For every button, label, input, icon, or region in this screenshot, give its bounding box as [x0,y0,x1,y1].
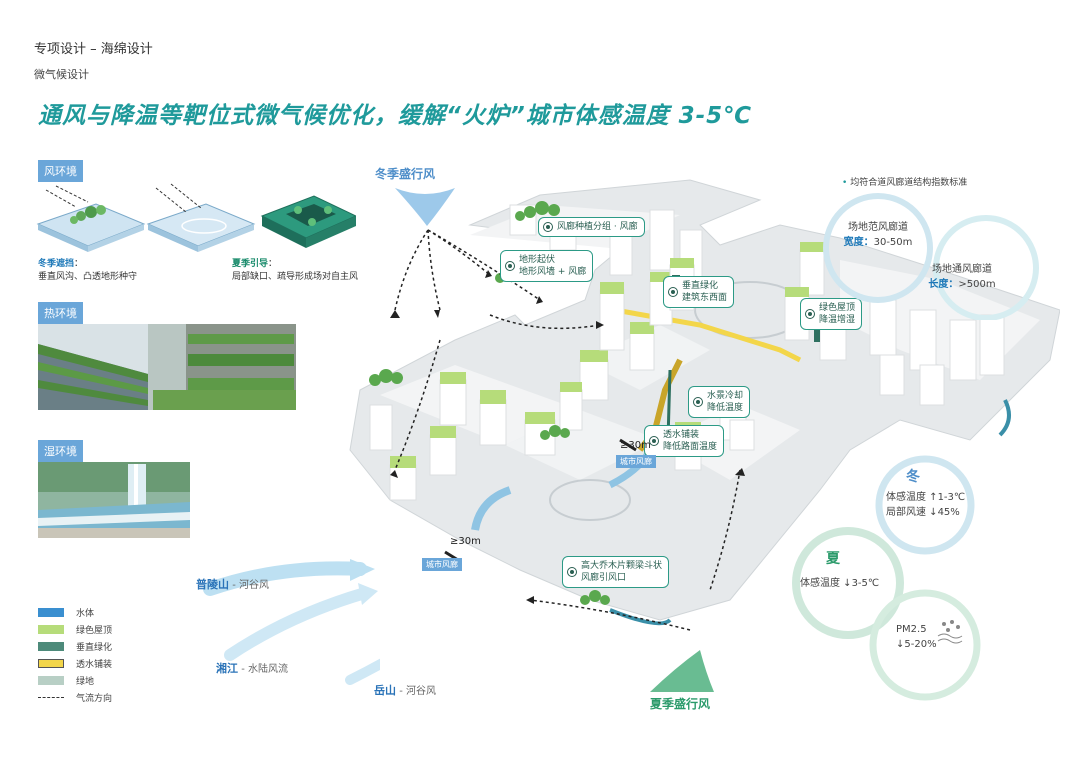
callout-tall-trees: 高大乔木片颗梁斗状风廊引风口 [562,556,670,588]
summer-wind-label: 夏季盛行风 [650,697,711,711]
wind-environment-tag: 风环境 [38,160,83,182]
legend-item-permeable-paving: 透水铺装 [38,655,112,672]
humidity-environment-tag: 湿环境 [38,440,83,462]
winter-mark: 冬 [906,469,920,485]
section-title: 专项设计 – 海绵设计 [34,42,153,57]
legend-item-vertical-green: 垂直绿化 [38,638,112,655]
callout-permeable-paving: 透水铺装降低路面温度 [644,425,725,457]
wind-diagrams [36,183,356,252]
legend-airflow-arrow-icon [38,697,64,698]
river-valley-arrows [203,559,380,685]
callout-terrain: 地形起伏地形风墙 + 风廊 [500,250,594,282]
page-title: 通风与降温等靶位式微气候优化，缓解“火炉”城市体感温度 3-5℃ [38,103,753,129]
gap-width-1: ≥30m [620,440,651,451]
standard-length: 场地通风廊道长度：>500m [928,264,996,290]
wind-source-2: 湘江 - 水陆风流 [216,662,288,675]
winter-wind-arrow [395,188,455,226]
legend-swatch-green-roof [38,625,64,634]
legend-item-airflow: 气流方向 [38,689,112,706]
legend-swatch-water [38,608,64,617]
legend: 水体 绿色屋顶 垂直绿化 透水铺装 绿地 气流方向 [38,604,112,706]
winter-wind-label: 冬季盛行风 [375,167,436,181]
callout-green-roof: 绿色屋顶降温增湿 [800,298,863,330]
standard-width: 场地范风廊道宽度：30-50m [843,222,913,248]
winter-effects: 体感温度 ↑1-3℃ 局部风速 ↓45% [886,492,966,518]
legend-item-greenland: 绿地 [38,672,112,689]
summer-guide-note: 夏季引导：局部缺口、疏导形成场对自主风 [232,259,359,282]
callout-wind-corridor-planting: 风廊种植分组 · 风廊 [538,217,645,237]
wind-source-3: 岳山 - 河谷风 [374,684,436,697]
legend-swatch-permeable-paving [38,659,64,668]
corridor-tag-2: 城市风廊 [422,558,462,571]
effect-rings [792,455,981,701]
corridor-tag-1: 城市风廊 [616,455,656,468]
callout-vertical-green: 垂直绿化建筑东西面 [663,276,735,308]
gap-width-2: ≥30m [450,536,481,547]
standards-rings [823,193,1039,320]
winter-shield-note: 冬季遮挡：垂直风沟、凸透地形种守 [38,259,138,282]
pm25-effect: PM2.5↓5-20% [896,624,937,650]
summer-wind-arrow [650,650,714,692]
legend-item-green-roof: 绿色屋顶 [38,621,112,638]
summer-mark: 夏 [826,551,840,567]
legend-swatch-vertical-green [38,642,64,651]
wind-source-1: 普陵山 - 河谷风 [196,578,269,591]
callout-water-cooling: 水景冷却降低温度 [688,386,751,418]
green-building-photo [38,324,296,410]
subsection-title: 微气候设计 [34,68,89,81]
summer-effects: 体感温度 ↓3-5℃ [800,578,880,589]
heat-environment-tag: 热环境 [38,302,83,324]
water-feature-photo [38,462,190,538]
legend-swatch-greenland [38,676,64,685]
standards-heading: • 均符合道风廊道结构指数标准 [842,178,968,188]
legend-item-water: 水体 [38,604,112,621]
particle-icon [937,620,963,644]
